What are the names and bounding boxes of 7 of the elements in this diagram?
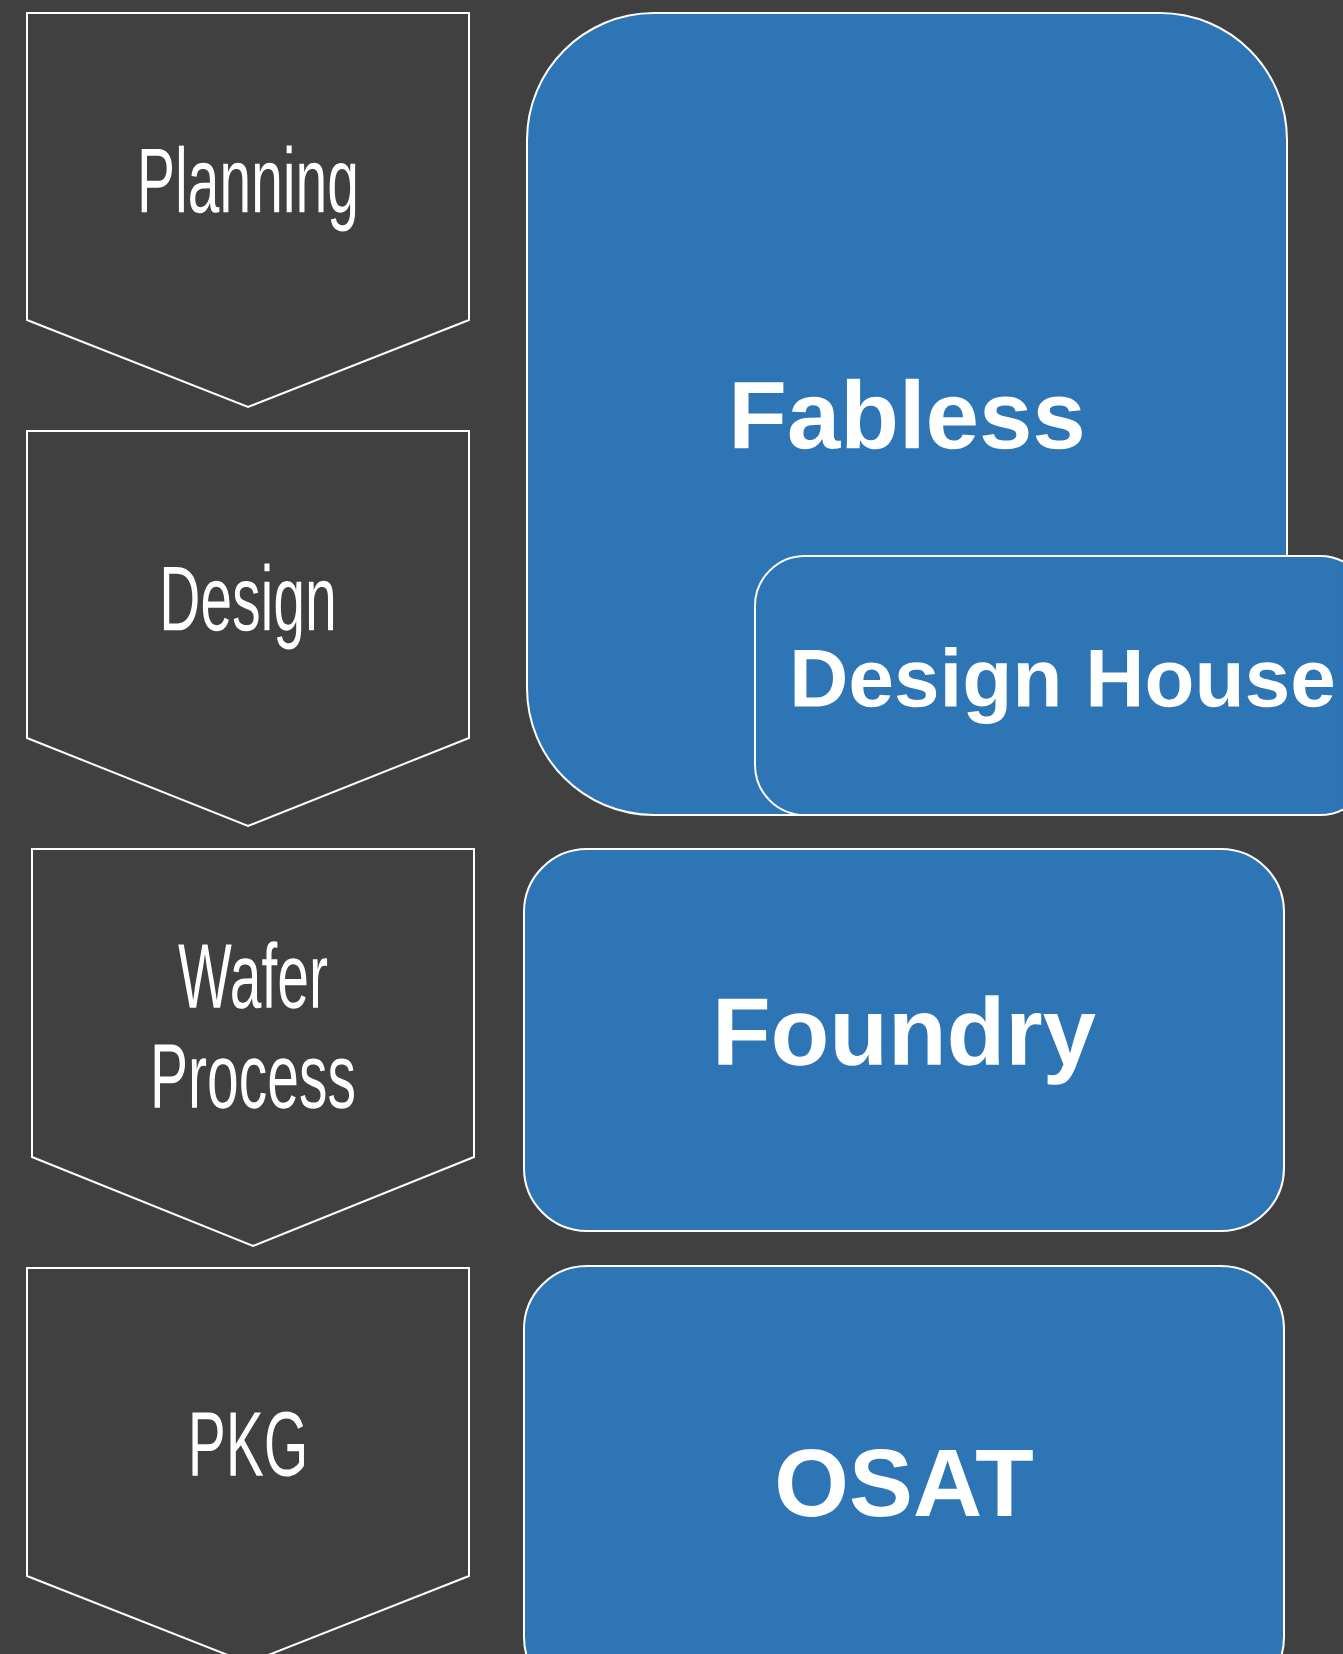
chevron-step: Planning (26, 12, 470, 409)
chevron-step: PKG (26, 1267, 470, 1654)
chevron-step: Design (26, 430, 470, 828)
chevron-step: Wafer Process (31, 848, 475, 1248)
rounded-box: Foundry (523, 848, 1285, 1232)
rounded-box: OSAT (523, 1265, 1285, 1654)
rounded-box: Design House (754, 555, 1343, 816)
